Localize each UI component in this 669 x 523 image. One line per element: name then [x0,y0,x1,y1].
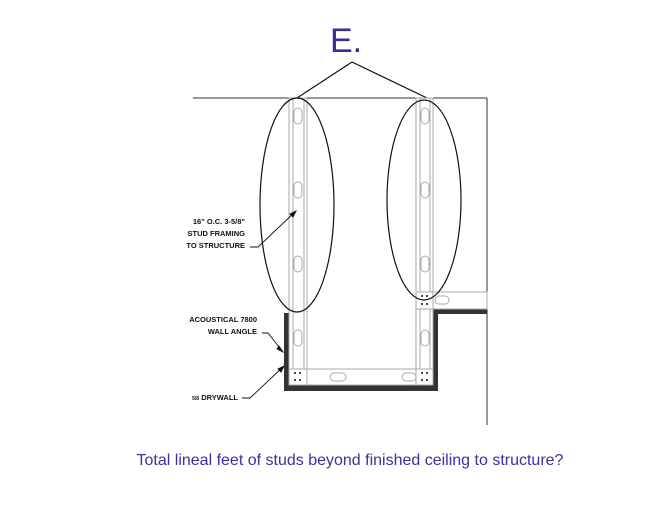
drywall-text: DRYWALL [201,393,238,402]
screw-dots [294,295,428,381]
label-line: 16" O.C. 3-5/8" [192,217,245,226]
label-line: ACOUSTICAL 7800 [189,315,257,324]
stud-punchouts [293,107,450,382]
drywall [284,309,487,391]
label-line: WALL ANGLE [207,327,257,336]
leader-lines [242,209,298,399]
pointer-lines [296,61,428,99]
label-line: STUD FRAMING [187,229,246,238]
wall-angle-label: ACOUSTICAL 7800 WALL ANGLE [160,314,257,338]
highlight-ellipses [259,97,462,313]
studs [288,97,488,386]
question-text: Total lineal feet of studs beyond finish… [136,452,564,469]
structure-lines [193,97,488,425]
label-line: TO STRUCTURE [186,241,245,250]
stud-framing-label: 16" O.C. 3-5/8" STUD FRAMING TO STRUCTUR… [160,216,245,252]
drywall-label: 5/8 DRYWALL [180,392,238,405]
section-title: E. [330,22,363,60]
drywall-fraction: 5/8 [192,396,200,402]
